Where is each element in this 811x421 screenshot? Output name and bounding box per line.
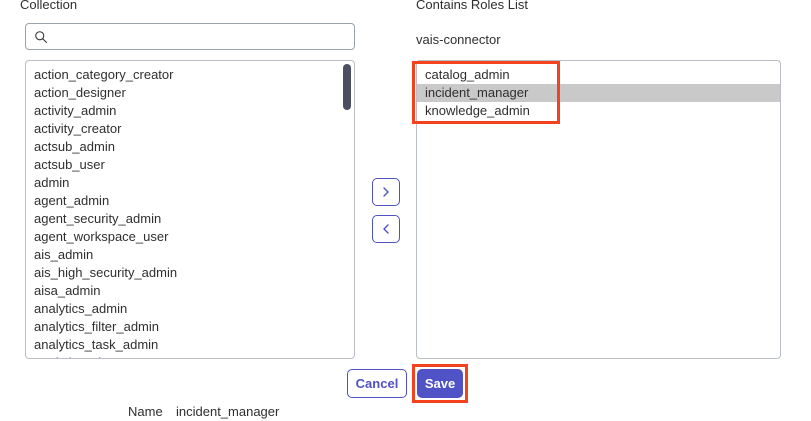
collection-list-item[interactable]: analytics_viewer [26, 354, 354, 358]
collection-list-item[interactable]: analytics_admin [34, 301, 128, 316]
search-input[interactable] [55, 29, 345, 44]
collection-list-item[interactable]: ais_high_security_admin [34, 265, 178, 280]
search-input-wrapper[interactable] [25, 23, 355, 50]
collection-scrollbar-thumb[interactable] [343, 64, 351, 110]
collection-list-item[interactable]: agent_security_admin [34, 211, 162, 226]
name-field-label: Name [128, 404, 163, 419]
chevron-left-icon [380, 223, 392, 235]
connector-name-text: vais-connector [416, 32, 501, 47]
collection-list-item[interactable]: admin [34, 175, 70, 190]
roles-list-item[interactable]: catalog_admin [425, 67, 510, 82]
contains-roles-list-label: Contains Roles List [416, 0, 528, 12]
move-left-button[interactable] [372, 215, 400, 243]
collection-list-item[interactable]: analytics_filter_admin [34, 319, 160, 334]
move-right-button[interactable] [372, 178, 400, 206]
collection-scrollbar-track[interactable] [342, 62, 352, 357]
name-field-value: incident_manager [176, 404, 280, 419]
collection-list-item[interactable]: analytics_task_admin [34, 337, 159, 352]
collection-list-item[interactable]: action_designer [34, 85, 126, 100]
save-button[interactable]: Save [417, 369, 463, 398]
collection-list-item[interactable]: actsub_admin [34, 139, 115, 154]
collection-list-item[interactable]: activity_creator [34, 121, 122, 136]
collection-list-item[interactable]: actsub_user [34, 157, 105, 172]
collection-list-item[interactable]: aisa_admin [34, 283, 101, 298]
collection-list-item[interactable]: activity_admin [34, 103, 117, 118]
collection-list-item[interactable]: agent_workspace_user [34, 229, 169, 244]
collection-label: Collection [20, 0, 78, 12]
cancel-button[interactable]: Cancel [347, 369, 407, 398]
roles-list-item[interactable]: knowledge_admin [425, 103, 530, 118]
chevron-right-icon [380, 186, 392, 198]
roles-list-item-selected[interactable]: incident_manager [417, 84, 780, 102]
collection-list-item[interactable]: action_category_creator [34, 67, 174, 82]
collection-list-item[interactable]: agent_admin [34, 193, 110, 208]
collection-list-item[interactable]: ais_admin [34, 247, 94, 262]
search-icon [34, 30, 48, 44]
